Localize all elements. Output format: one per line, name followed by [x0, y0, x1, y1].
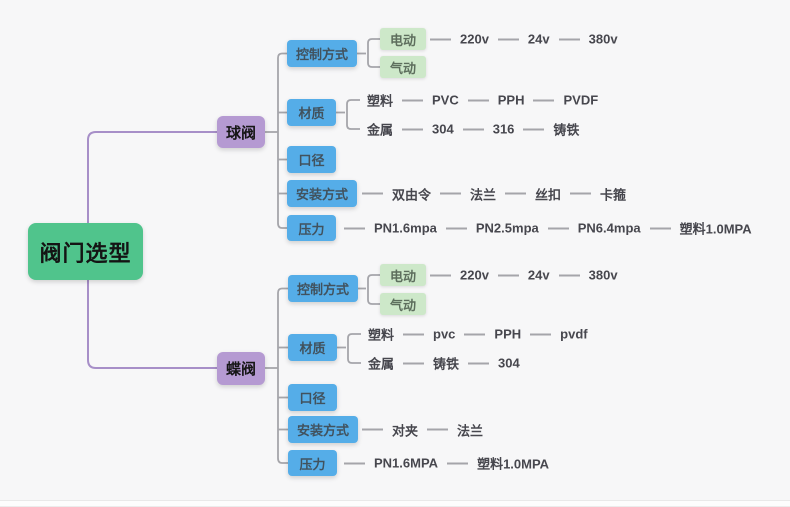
text-node-material[interactable]: PVDF: [563, 92, 599, 108]
text-node-plastic[interactable]: 塑料: [367, 93, 394, 109]
connector-ball-valve-topics: [265, 38, 380, 229]
connector-dash: [447, 462, 469, 464]
connector-dash: [430, 274, 451, 276]
text-node-install[interactable]: 法兰: [457, 423, 484, 438]
leaf-node-pneumatic[interactable]: 气动: [380, 56, 426, 78]
text-node-plastic[interactable]: 塑料: [368, 327, 395, 343]
connector-dash: [497, 274, 519, 276]
text-node-voltage[interactable]: 24v: [527, 31, 550, 47]
connector-dash: [570, 192, 592, 195]
connector-dash: [440, 192, 462, 195]
text-node-install[interactable]: 对夹: [392, 423, 419, 438]
connector-butterfly-valve-topics: [265, 274, 380, 464]
text-node-voltage[interactable]: 220v: [460, 31, 489, 47]
connector-dash: [462, 128, 484, 130]
connector-root-to-butterfly-valve: [87, 280, 217, 369]
topic-node-diameter[interactable]: 口径: [287, 146, 336, 173]
text-node-material[interactable]: pvc: [433, 326, 456, 342]
chain-installation-types: 对夹 法兰: [362, 420, 483, 439]
topic-node-material[interactable]: 材质: [288, 334, 337, 361]
topic-node-control-mode[interactable]: 控制方式: [288, 275, 358, 302]
chain-plastic-materials: 塑料 PVC PPH PVDF: [367, 91, 598, 110]
connector-dash: [344, 227, 365, 229]
leaf-node-electric[interactable]: 电动: [380, 28, 426, 50]
text-node-material[interactable]: pvdf: [560, 326, 588, 342]
chain-installation-types: 双由令 法兰 丝扣 卡箍: [362, 184, 626, 203]
text-node-voltage[interactable]: 380v: [588, 31, 618, 47]
connector-dash: [505, 192, 527, 195]
connector-dash: [523, 128, 545, 130]
connector-root-to-ball-valve: [87, 131, 217, 223]
connector-dash: [402, 99, 424, 101]
connector-dash: [403, 333, 425, 335]
text-node-install[interactable]: 双由令: [392, 187, 432, 202]
leaf-node-electric[interactable]: 电动: [380, 264, 426, 286]
connector-dash: [547, 227, 569, 229]
topic-node-pressure[interactable]: 压力: [288, 450, 337, 476]
connector-dash: [649, 227, 671, 229]
connector-dash: [403, 362, 425, 364]
topic-node-installation[interactable]: 安装方式: [288, 416, 358, 443]
chain-pressure-ratings: PN1.6mpa PN2.5mpa PN6.4mpa 塑料1.0MPA: [344, 219, 752, 238]
connector-dash: [558, 274, 580, 276]
connector-dash: [467, 99, 489, 101]
branch-node-ball-valve[interactable]: 球阀: [217, 116, 265, 148]
connector-dash: [362, 428, 383, 431]
text-node-metal[interactable]: 金属: [368, 356, 395, 372]
chain-electric-voltages: 220v 24v 380v: [430, 268, 618, 283]
chain-pressure-ratings: PN1.6MPA 塑料1.0MPA: [344, 454, 549, 473]
chain-metal-materials: 金属 304 316 铸铁: [367, 120, 579, 139]
connector-dash: [558, 38, 580, 40]
chain-metal-materials: 金属 铸铁 304: [368, 354, 520, 373]
connector-dash: [427, 428, 449, 431]
connector-dash: [402, 128, 424, 130]
text-node-voltage[interactable]: 380v: [588, 267, 618, 283]
text-node-pressure[interactable]: 塑料1.0MPA: [679, 221, 752, 237]
chain-plastic-materials: 塑料 pvc PPH pvdf: [368, 325, 588, 344]
text-node-material[interactable]: PVC: [432, 92, 459, 108]
topic-node-diameter[interactable]: 口径: [288, 384, 337, 411]
chain-electric-voltages: 220v 24v 380v: [430, 32, 618, 47]
text-node-pressure[interactable]: PN1.6MPA: [374, 455, 439, 471]
text-node-material[interactable]: PPH: [494, 326, 522, 342]
text-node-pressure[interactable]: PN6.4mpa: [577, 220, 641, 236]
connector-dash: [362, 192, 383, 195]
text-node-pressure[interactable]: PN1.6mpa: [374, 220, 437, 236]
text-node-install[interactable]: 丝扣: [535, 187, 562, 202]
text-node-material[interactable]: PPH: [497, 92, 525, 108]
connector-dash: [430, 38, 451, 40]
text-node-pressure[interactable]: 塑料1.0MPA: [477, 456, 550, 472]
text-node-material[interactable]: 铸铁: [553, 122, 580, 138]
connector-dash: [445, 227, 467, 229]
canvas-bottom-edge: [0, 500, 790, 506]
connector-dash: [533, 99, 555, 101]
connector-dash: [344, 462, 365, 464]
text-node-install[interactable]: 法兰: [470, 187, 497, 202]
connector-dash: [497, 38, 519, 40]
text-node-material[interactable]: 304: [432, 121, 454, 137]
text-node-voltage[interactable]: 220v: [460, 267, 489, 283]
topic-node-control-mode[interactable]: 控制方式: [287, 40, 357, 67]
topic-node-pressure[interactable]: 压力: [287, 215, 336, 241]
text-node-material[interactable]: 铸铁: [433, 356, 460, 372]
topic-node-material[interactable]: 材质: [287, 99, 336, 126]
connector-dash: [530, 333, 552, 335]
text-node-install[interactable]: 卡箍: [600, 187, 627, 202]
text-node-pressure[interactable]: PN2.5mpa: [475, 220, 539, 236]
branch-node-butterfly-valve[interactable]: 蝶阀: [217, 352, 265, 385]
root-node-valve-selection[interactable]: 阀门选型: [28, 223, 143, 280]
text-node-material[interactable]: 316: [492, 121, 515, 137]
connector-dash: [464, 333, 486, 335]
topic-node-installation[interactable]: 安装方式: [287, 180, 357, 207]
connector-dash: [468, 362, 490, 364]
leaf-node-pneumatic[interactable]: 气动: [380, 293, 426, 315]
text-node-metal[interactable]: 金属: [367, 122, 394, 138]
text-node-material[interactable]: 304: [498, 355, 520, 371]
text-node-voltage[interactable]: 24v: [527, 267, 550, 283]
